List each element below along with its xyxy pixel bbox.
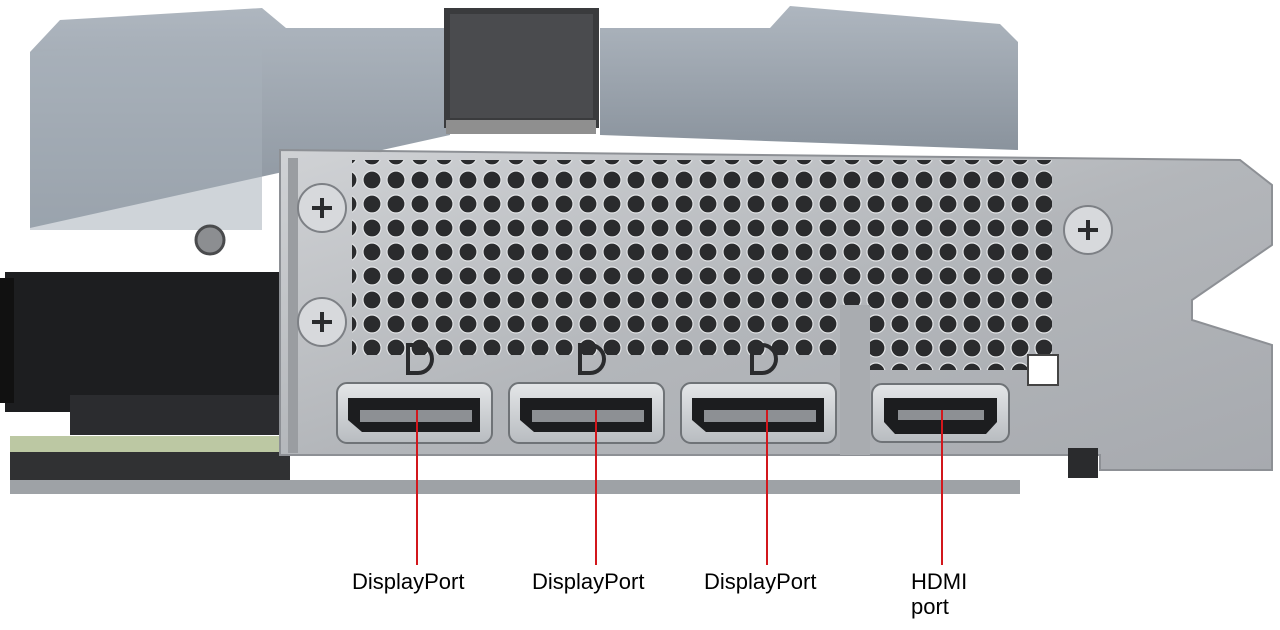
io-bracket bbox=[279, 148, 1273, 478]
bracket-screw-icon bbox=[297, 183, 347, 233]
bracket-screw-icon bbox=[1063, 205, 1113, 255]
callout-label-hdmi-port: HDMI port bbox=[911, 569, 991, 619]
callout-label-displayport-1: DisplayPort bbox=[352, 569, 465, 594]
callout-label-hdmi-line1: HDMI bbox=[911, 569, 968, 594]
displayport-connector-3 bbox=[680, 382, 837, 444]
pcb-edge bbox=[10, 436, 1020, 494]
gpu-shroud bbox=[30, 6, 1018, 230]
callout-label-hdmi-line2: port bbox=[911, 594, 949, 619]
displayport-connector-1 bbox=[336, 382, 493, 444]
displayport-logo-icon bbox=[578, 343, 606, 375]
bracket-screw-icon bbox=[297, 297, 347, 347]
callout-label-displayport-2: DisplayPort bbox=[532, 569, 645, 594]
displayport-logo-icon bbox=[750, 343, 778, 375]
callout-label-displayport-3: DisplayPort bbox=[704, 569, 817, 594]
cooler-block bbox=[0, 224, 285, 435]
hdmi-connector bbox=[871, 383, 1010, 443]
displayport-connector-2 bbox=[508, 382, 665, 444]
displayport-logo-icon bbox=[406, 343, 434, 375]
callout-lines bbox=[416, 410, 943, 565]
